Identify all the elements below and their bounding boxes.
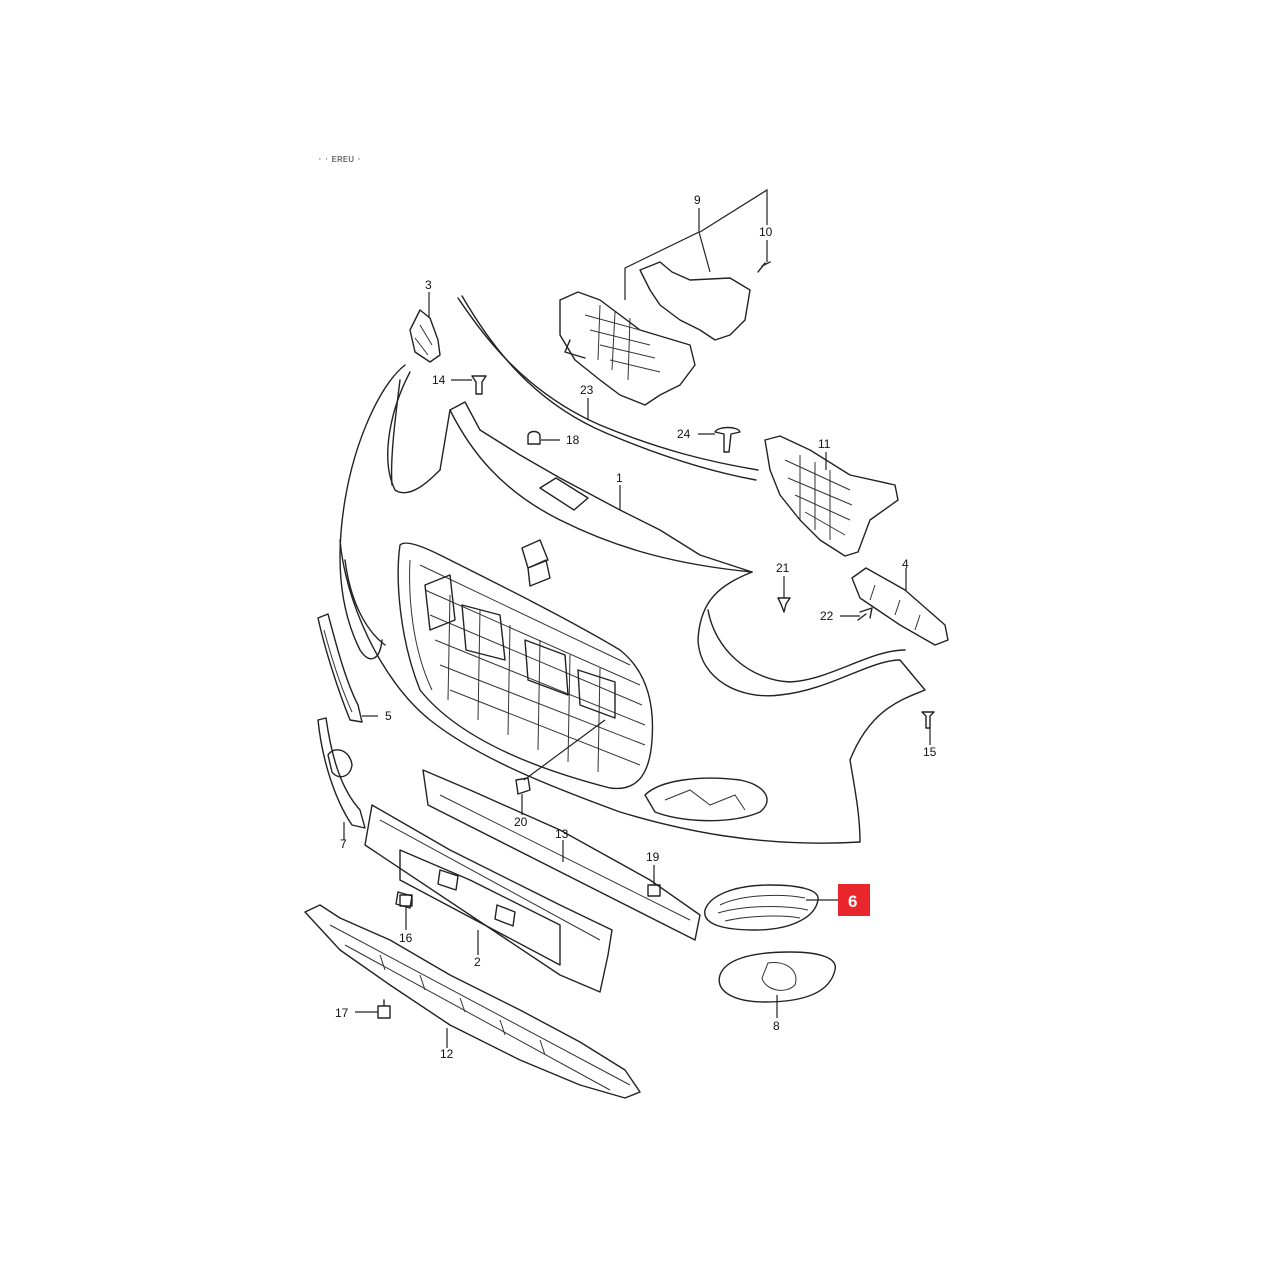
label-15: 15 [923,745,937,759]
label-4: 4 [902,557,909,571]
part-2-plate-bracket [364,804,613,993]
part-labels: 9 10 3 14 23 18 24 11 1 21 4 22 5 15 7 2… [335,193,937,1061]
label-1: 1 [616,471,623,485]
label-7: 7 [340,837,347,851]
label-8: 8 [773,1019,780,1033]
part-23-strip [457,295,759,481]
label-3: 3 [425,278,432,292]
label-17: 17 [335,1006,349,1020]
label-13: 13 [555,827,569,841]
label-23: 23 [580,383,594,397]
label-10: 10 [759,225,773,239]
label-14: 14 [432,373,446,387]
part-3-bracket [409,309,441,363]
label-22: 22 [820,609,834,623]
highlight-badge-box [838,884,870,916]
label-12: 12 [440,1047,454,1061]
header-fragment: · · ᴇʀᴇᴜ · [318,153,361,165]
label-20: 20 [514,815,528,829]
highlight-badge-6[interactable]: 6 [838,884,870,916]
part-6-fog-frame [704,884,819,931]
leader-lines [343,188,931,1048]
label-21: 21 [776,561,790,575]
part-11-bracket [764,435,899,557]
part-9-bracket [559,261,751,406]
part-12-spoiler [304,904,641,1099]
part-5-trim [317,613,363,723]
label-16: 16 [399,931,413,945]
part-7-trim [317,717,366,829]
part-8-fog-cover [718,951,836,1003]
label-19: 19 [646,850,660,864]
label-24: 24 [677,427,691,441]
part-1-bumper [339,364,926,844]
label-11: 11 [818,437,831,451]
label-5: 5 [385,709,392,723]
part-4-bracket [851,567,949,646]
label-9: 9 [694,193,701,207]
label-18: 18 [566,433,580,447]
label-6: 6 [848,892,857,911]
part-13-strip [422,769,701,941]
label-2: 2 [474,955,481,969]
